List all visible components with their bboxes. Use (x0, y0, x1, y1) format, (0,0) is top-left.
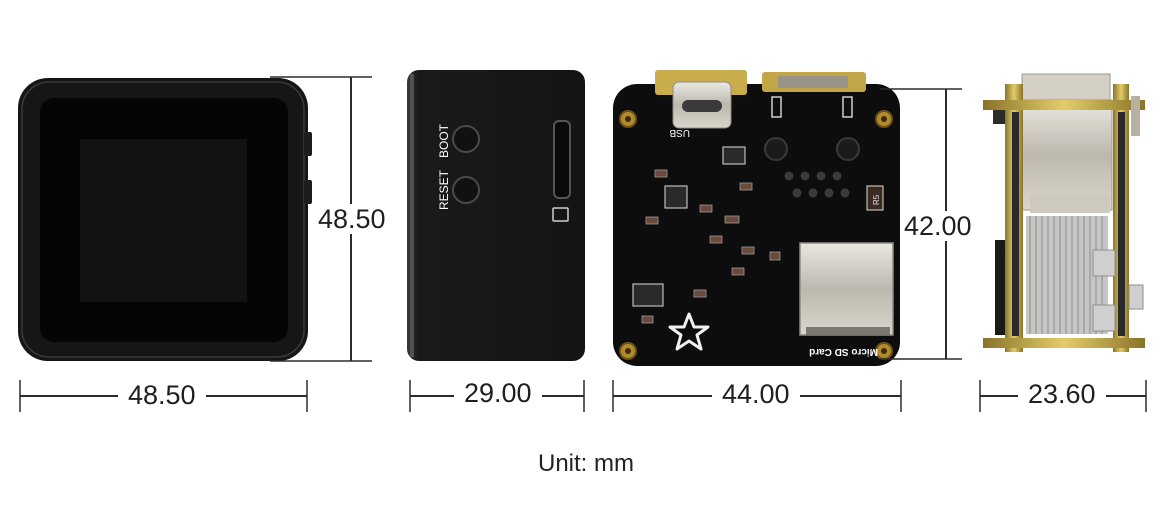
star-logo-icon (668, 312, 710, 351)
unit-label: Unit: mm (538, 450, 634, 477)
boot-button (452, 125, 480, 153)
board-view: R5 USB Micro SD Card (613, 70, 900, 366)
front-height-label: 48.50 (308, 204, 396, 234)
usb-label: USB (669, 127, 690, 138)
side-view: BOOT RESET (407, 70, 585, 361)
pad-grid (784, 171, 850, 198)
sd-card-slot (799, 242, 894, 336)
smd-components (641, 169, 781, 324)
reset-label: RESET (437, 169, 451, 210)
profile-width-label: 23.60 (1018, 379, 1106, 409)
profile-view (983, 73, 1145, 352)
sd-slot (553, 120, 571, 199)
board-width-label: 44.00 (712, 379, 800, 409)
board-height-label: 42.00 (900, 211, 972, 241)
sd-card-icon (552, 207, 569, 222)
micro-sd-label: Micro SD Card (809, 346, 878, 357)
boot-label: BOOT (437, 123, 451, 158)
side-width-label: 29.00 (454, 378, 542, 408)
r5-label: R5 (872, 194, 881, 205)
reset-button (452, 176, 480, 204)
front-view (18, 78, 312, 361)
front-width-label: 48.50 (118, 380, 206, 410)
